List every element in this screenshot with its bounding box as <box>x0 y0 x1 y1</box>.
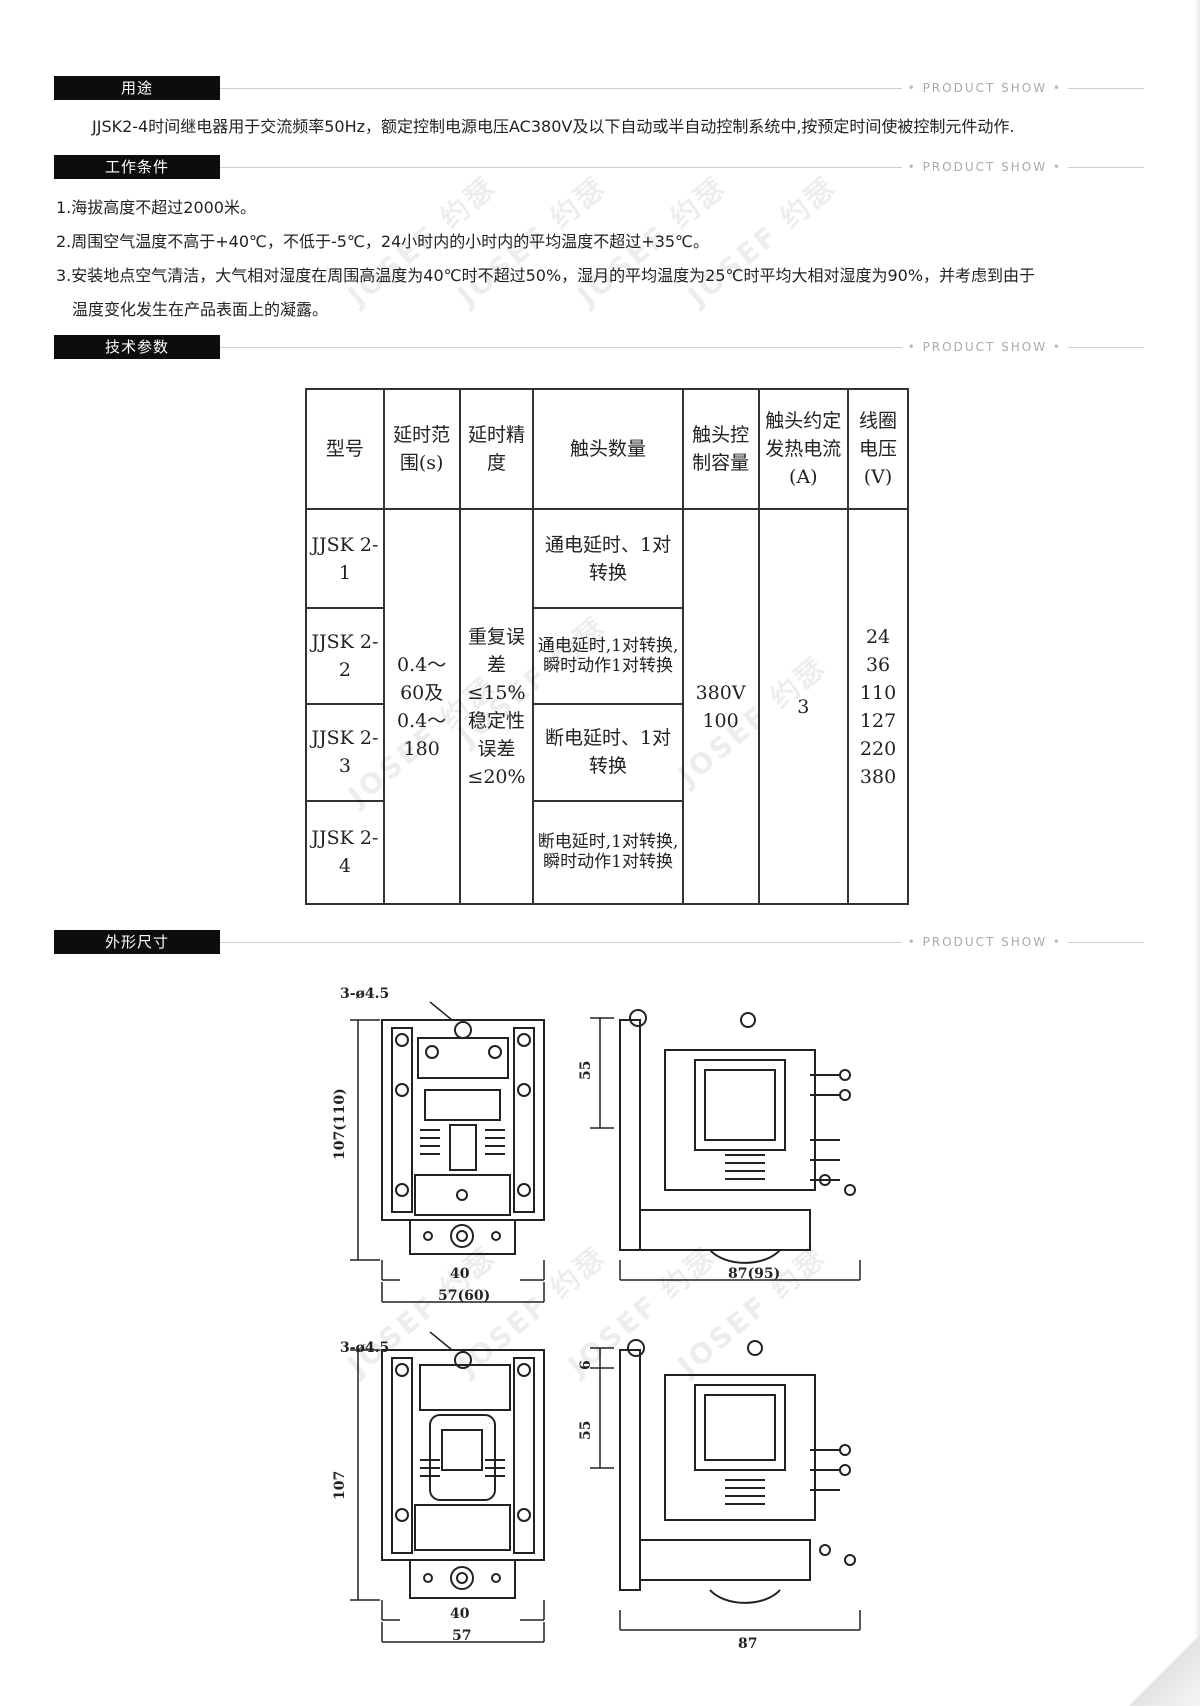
dim-label: 55 <box>578 1421 594 1440</box>
dim-label: 6 <box>578 1360 594 1370</box>
dim-label: 87 <box>738 1636 757 1652</box>
contact-cell: 断电延时,1对转换,瞬时动作1对转换 <box>532 799 684 906</box>
dim-label: 40 <box>450 1266 470 1282</box>
model-cell: JJSK 2-2 <box>305 606 385 706</box>
coil-voltage: 127 <box>859 709 897 732</box>
coil-voltage: 380 <box>859 765 897 788</box>
dim-label: 55 <box>578 1061 594 1080</box>
contact-cell: 通电延时、1对转换 <box>532 508 684 609</box>
header-cell: 型号 <box>305 387 385 511</box>
accuracy-cell: 重复误差≤15%稳定性误差≤20% <box>458 508 535 905</box>
dim-label: 3-ø4.5 <box>340 986 389 1002</box>
dim-label: 40 <box>450 1606 470 1622</box>
header-cell: 触头约定发热电流(A) <box>757 387 850 511</box>
header-cell: 延时范围(s) <box>382 387 461 511</box>
section-header-usage: 用途 • PRODUCT SHOW • <box>54 76 1144 102</box>
table-row: JJSK 2-3 断电延时、1对转换 <box>305 703 908 802</box>
divider <box>220 347 1144 348</box>
coil-voltage: 24 <box>865 625 891 648</box>
section-tag: • PRODUCT SHOW • <box>901 80 1068 96</box>
contact-cell: 通电延时,1对转换,瞬时动作1对转换 <box>532 606 684 706</box>
page-corner-curl <box>1130 1636 1200 1706</box>
usage-text: JJSK2-4时间继电器用于交流频率50Hz，额定控制电源电压AC380V及以下… <box>92 117 1015 136</box>
coil-voltage: 110 <box>859 681 897 704</box>
page-edge-shadow <box>1194 0 1200 1706</box>
current-cell: 3 <box>757 508 850 905</box>
header-cell: 延时精度 <box>458 387 535 511</box>
header-cell: 触头控制容量 <box>681 387 760 511</box>
dim-label: 107 <box>332 1471 348 1500</box>
coil-voltage-cell: 24 36 110 127 220 380 <box>847 508 909 905</box>
section-header-conditions: 工作条件 • PRODUCT SHOW • <box>54 155 1144 181</box>
model-cell: JJSK 2-1 <box>305 508 385 609</box>
condition-1: 1.海拔高度不超过2000米。 <box>56 198 256 217</box>
section-title: 外形尺寸 <box>54 930 220 954</box>
dim-label: 3-ø4.5 <box>340 1340 389 1356</box>
table-row: JJSK 2-4 断电延时,1对转换,瞬时动作1对转换 <box>305 799 908 906</box>
spec-table: 型号 延时范围(s) 延时精度 触头数量 触头控制容量 触头约定发热电流(A) … <box>305 387 909 906</box>
section-header-params: 技术参数 • PRODUCT SHOW • <box>54 335 1144 361</box>
delay-range-cell: 0.4～60及0.4～180 <box>382 508 461 905</box>
section-title: 技术参数 <box>54 335 220 359</box>
divider <box>220 167 1144 168</box>
contact-cell: 断电延时、1对转换 <box>532 703 684 802</box>
table-row: JJSK 2-1 0.4～60及0.4～180 重复误差≤15%稳定性误差≤20… <box>305 508 909 905</box>
condition-3: 3.安装地点空气清洁，大气相对湿度在周围高温度为40℃时不超过50%，湿月的平均… <box>56 266 1036 285</box>
section-title: 工作条件 <box>54 155 220 179</box>
header-cell: 线圈电压(V) <box>847 387 909 511</box>
condition-3-cont: 温度变化发生在产品表面上的凝露。 <box>72 300 329 319</box>
dim-label: 57 <box>452 1628 471 1644</box>
dim-label: 87(95) <box>728 1266 780 1282</box>
coil-voltage: 36 <box>865 653 891 676</box>
divider <box>220 88 1144 89</box>
model-cell: JJSK 2-3 <box>305 703 385 802</box>
section-title: 用途 <box>54 76 220 100</box>
front-view-top <box>350 1001 545 1303</box>
table-header-row: 型号 延时范围(s) 延时精度 触头数量 触头控制容量 触头约定发热电流(A) … <box>305 387 909 511</box>
section-tag: • PRODUCT SHOW • <box>901 339 1068 355</box>
section-header-dimensions: 外形尺寸 • PRODUCT SHOW • <box>54 930 1144 956</box>
coil-voltage: 220 <box>859 737 897 760</box>
dimension-drawings: 3-ø4.5 107(110) 40 57(60) 55 87(95) 3-ø4… <box>332 986 861 1652</box>
divider <box>220 942 1144 943</box>
condition-2: 2.周围空气温度不高于+40℃，不低于-5℃，24小时内的小时内的平均温度不超过… <box>56 232 710 251</box>
dim-label: 57(60) <box>438 1288 490 1304</box>
section-tag: • PRODUCT SHOW • <box>901 159 1068 175</box>
side-view-bottom <box>590 1339 861 1631</box>
side-view-top <box>590 1009 861 1281</box>
capacity-cell: 380V 100 <box>681 508 760 905</box>
front-view-bottom <box>350 1331 545 1643</box>
dim-label: 107(110) <box>332 1088 348 1160</box>
table-row: JJSK 2-2 通电延时,1对转换,瞬时动作1对转换 <box>305 606 908 706</box>
header-cell: 触头数量 <box>532 387 684 511</box>
section-tag: • PRODUCT SHOW • <box>901 934 1068 950</box>
model-cell: JJSK 2-4 <box>305 799 385 906</box>
